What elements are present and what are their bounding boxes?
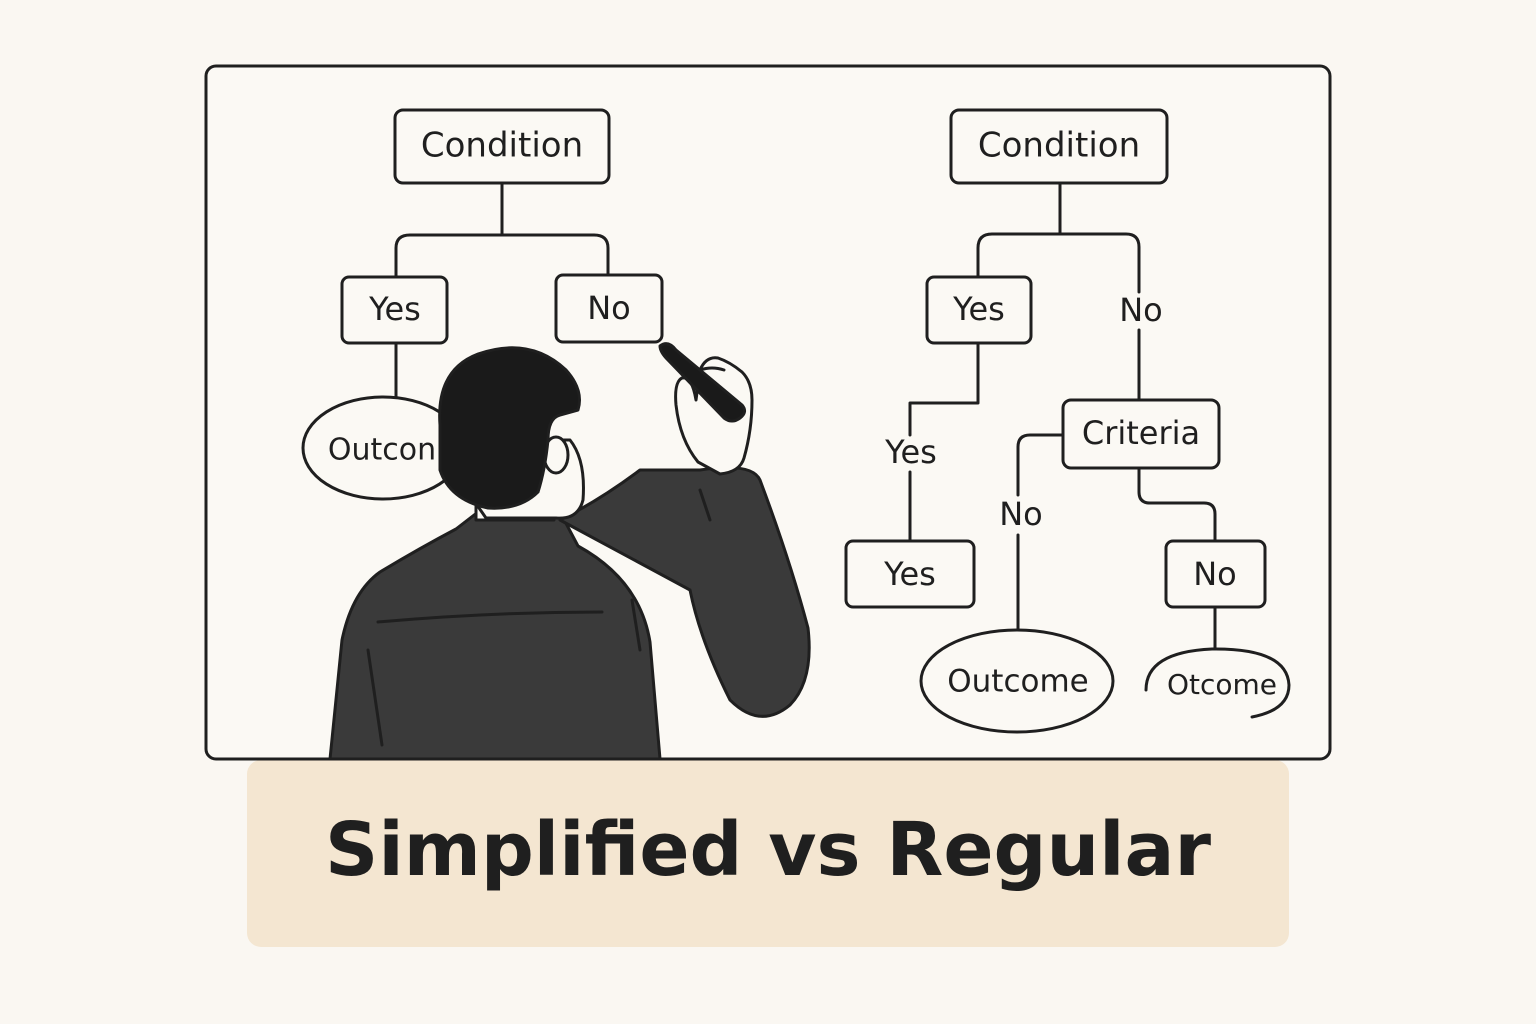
right-yes-leaf-box: Yes bbox=[844, 539, 976, 609]
right-criteria-no-label: No bbox=[999, 495, 1043, 533]
right-criteria-no-box-label: No bbox=[1193, 555, 1237, 593]
hand bbox=[674, 356, 754, 476]
jacket bbox=[328, 510, 662, 761]
right-root-label: Condition bbox=[978, 126, 1140, 166]
left-no-box: No bbox=[554, 273, 664, 344]
right-yes-leaf-label: Yes bbox=[883, 555, 936, 593]
right-root-box: Condition bbox=[949, 108, 1169, 185]
left-root-box: Condition bbox=[393, 108, 611, 185]
right-tree-connectors bbox=[908, 181, 1217, 650]
hair bbox=[438, 346, 581, 510]
title-banner bbox=[247, 760, 1289, 947]
person-figure bbox=[328, 342, 811, 761]
left-outcome-label: Outcon bbox=[328, 433, 436, 468]
title: Simplified vs Regular bbox=[325, 807, 1211, 893]
marker-icon bbox=[658, 342, 747, 423]
left-no-label: No bbox=[587, 289, 631, 327]
left-root-label: Condition bbox=[421, 126, 583, 166]
left-yes-label: Yes bbox=[368, 290, 421, 328]
right-yes-branch-label: Yes bbox=[884, 433, 937, 471]
left-yes-box: Yes bbox=[340, 275, 449, 345]
left-tree-connectors bbox=[394, 181, 610, 400]
left-outcome-ellipse: Outcon bbox=[301, 395, 465, 501]
right-otcome-ellipse: Otcome bbox=[1144, 647, 1291, 719]
raised-arm bbox=[558, 466, 811, 718]
right-criteria-no-box: No bbox=[1164, 539, 1267, 609]
right-no-branch-label: No bbox=[1119, 291, 1163, 329]
right-outcome-ellipse: Outcome bbox=[919, 628, 1115, 734]
right-criteria-label: Criteria bbox=[1082, 414, 1200, 452]
right-criteria-box: Criteria bbox=[1061, 398, 1221, 470]
right-yes-box: Yes bbox=[925, 275, 1033, 345]
right-otcome-label: Otcome bbox=[1167, 668, 1277, 701]
right-yes-label: Yes bbox=[952, 290, 1005, 328]
right-outcome-label: Outcome bbox=[947, 664, 1088, 700]
